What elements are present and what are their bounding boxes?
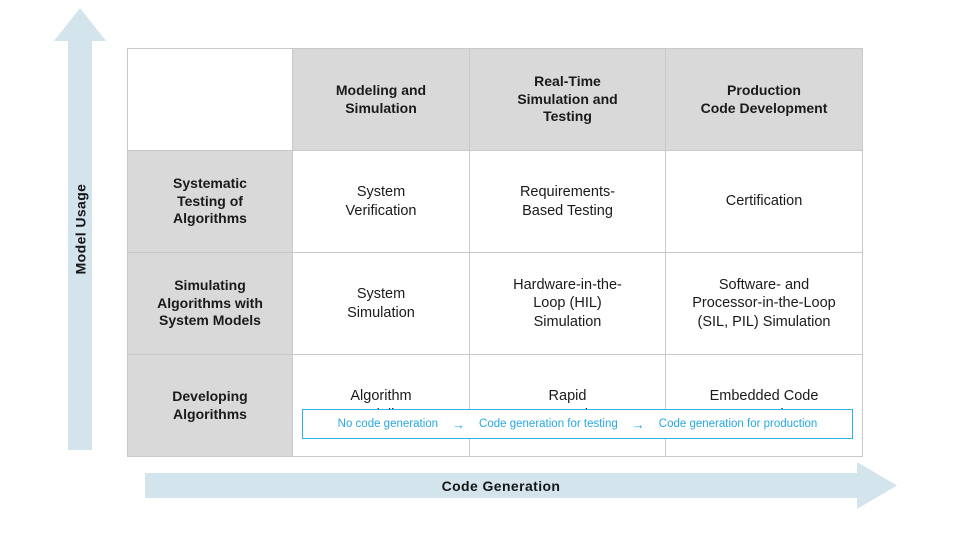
cell-line: Algorithm [350, 387, 412, 404]
cell-line: Processor-in-the-Loop [692, 295, 836, 312]
matrix-corner-cell [127, 48, 293, 151]
cell-hardware-in-the-loop-simulation: Hardware-in-the- Loop (HIL) Simulation [469, 252, 666, 355]
row-header-line: Algorithms [173, 210, 247, 227]
column-header-modeling-and-simulation: Modeling and Simulation [292, 48, 470, 151]
row-header-line: Algorithms [173, 405, 247, 422]
cell-requirements-based-testing: Requirements- Based Testing [469, 150, 666, 253]
column-header-real-time-simulation-and-testing: Real-Time Simulation and Testing [469, 48, 666, 151]
column-header-line: Simulation and [517, 90, 618, 107]
cell-system-verification: System Verification [292, 150, 470, 253]
row-header-simulating-algorithms-with-system-models: Simulating Algorithms with System Models [127, 252, 293, 355]
row-header-systematic-testing-of-algorithms: Systematic Testing of Algorithms [127, 150, 293, 253]
right-arrow-icon: → [631, 416, 645, 432]
callout-step-no-code-generation: No code generation [337, 418, 439, 430]
callout-step-code-generation-for-production: Code generation for production [658, 418, 818, 430]
model-usage-axis-arrow [54, 8, 106, 450]
cell-line: Software- and [718, 276, 810, 293]
row-header-line: Testing of [177, 192, 243, 209]
row-header-developing-algorithms: Developing Algorithms [127, 354, 293, 457]
code-generation-axis-arrow [145, 462, 897, 509]
column-header-line: Simulation [345, 99, 417, 116]
cell-line: Simulation [533, 313, 602, 330]
cell-software-and-processor-in-the-loop-simulation: Software- and Processor-in-the-Loop (SIL… [665, 252, 863, 355]
cell-system-simulation: System Simulation [292, 252, 470, 355]
cell-line: Hardware-in-the- [513, 276, 622, 293]
cell-line: Simulation [347, 304, 415, 321]
column-header-production-code-development: Production Code Development [665, 48, 863, 151]
cell-line: (SIL, PIL) Simulation [697, 313, 831, 330]
cell-line: System [356, 285, 406, 302]
cell-algorithm-modeling: Algorithm Modeling [292, 354, 470, 457]
column-header-line: Code Development [700, 99, 828, 116]
table-row: Systematic Testing of Algorithms System … [127, 150, 863, 253]
row-header-line: Simulating [174, 276, 246, 293]
cell-line: System [356, 183, 406, 200]
table-row: Simulating Algorithms with System Models… [127, 252, 863, 355]
code-generation-progression-callout: No code generation → Code generation for… [302, 409, 853, 439]
table-row: Developing Algorithms Algorithm Modeling… [127, 354, 863, 457]
row-header-line: Systematic [173, 174, 247, 191]
row-header-line: Algorithms with [157, 294, 263, 311]
column-header-line: Real-Time [534, 72, 601, 89]
cell-line: Embedded Code [709, 387, 819, 404]
callout-step-code-generation-for-testing: Code generation for testing [479, 418, 618, 430]
right-arrow-icon: → [452, 416, 466, 432]
cell-line: Verification [345, 202, 417, 219]
row-header-line: Developing [172, 387, 248, 404]
cell-rapid-prototyping: Rapid Prototyping [469, 354, 666, 457]
cell-line: Rapid [548, 387, 587, 404]
cell-line: Based Testing [522, 202, 613, 219]
cell-embedded-code-generation: Embedded Code Generation [665, 354, 863, 457]
cell-line: Loop (HIL) [533, 295, 602, 312]
column-header-line: Production [727, 81, 801, 98]
row-header-line: System Models [159, 312, 261, 329]
column-header-line: Testing [543, 108, 592, 125]
table-header-row: Modeling and Simulation Real-Time Simula… [127, 48, 863, 151]
column-header-line: Modeling and [335, 81, 427, 98]
cell-line: Requirements- [519, 183, 616, 200]
cell-line: Certification [725, 193, 803, 210]
model-usage-code-generation-matrix: Modeling and Simulation Real-Time Simula… [127, 48, 863, 457]
cell-certification: Certification [665, 150, 863, 253]
